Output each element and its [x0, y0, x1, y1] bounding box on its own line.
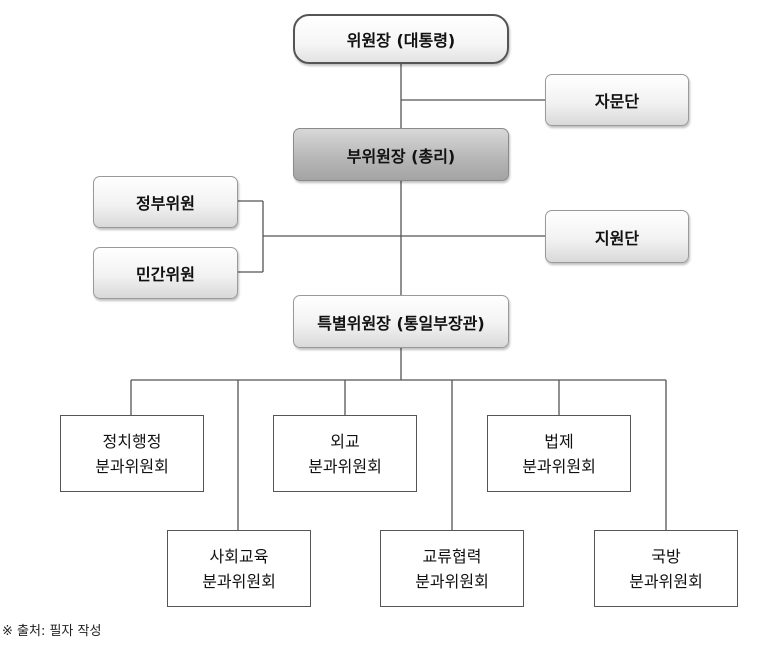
vice-chairman-label: 부위원장 (총리)	[346, 146, 456, 166]
subcommittee-name: 정치행정	[102, 431, 162, 451]
gov-members-label: 정부위원	[136, 194, 195, 213]
civil-members-label: 민간위원	[136, 265, 195, 284]
gov-members-box: 정부위원	[93, 176, 238, 228]
subcommittee-name: 교류협력	[422, 546, 482, 566]
subcommittee-box: 사회교육 분과위원회	[167, 530, 311, 607]
special-chairman-box: 특별위원장 (통일부장관)	[293, 295, 509, 348]
subcommittee-type: 분과위원회	[629, 571, 703, 591]
subcommittee-name: 사회교육	[209, 546, 269, 566]
subcommittee-type: 분과위원회	[202, 571, 276, 591]
subcommittee-box: 교류협력 분과위원회	[380, 530, 524, 607]
chairman-box: 위원장 (대통령)	[293, 14, 509, 64]
subcommittee-box: 정치행정 분과위원회	[60, 415, 204, 492]
source-note: ※ 출처: 필자 작성	[2, 624, 102, 639]
advisory-box: 자문단	[545, 74, 689, 126]
subcommittee-box: 법제 분과위원회	[487, 415, 631, 492]
support-label: 지원단	[594, 228, 640, 248]
advisory-label: 자문단	[594, 92, 640, 111]
support-box: 지원단	[545, 210, 689, 263]
subcommittee-name: 법제	[544, 431, 574, 451]
subcommittee-type: 분과위원회	[95, 456, 169, 476]
vice-chairman-box: 부위원장 (총리)	[293, 128, 509, 181]
subcommittee-name: 국방	[651, 546, 681, 566]
civil-members-box: 민간위원	[93, 247, 238, 299]
subcommittee-box: 외교 분과위원회	[273, 415, 417, 492]
special-chairman-label: 특별위원장 (통일부장관)	[317, 313, 485, 333]
subcommittee-type: 분과위원회	[415, 571, 489, 591]
subcommittee-box: 국방 분과위원회	[594, 530, 738, 607]
subcommittee-type: 분과위원회	[308, 456, 382, 476]
subcommittee-name: 외교	[330, 431, 360, 451]
subcommittee-type: 분과위원회	[522, 456, 596, 476]
chairman-label: 위원장 (대통령)	[346, 31, 456, 50]
